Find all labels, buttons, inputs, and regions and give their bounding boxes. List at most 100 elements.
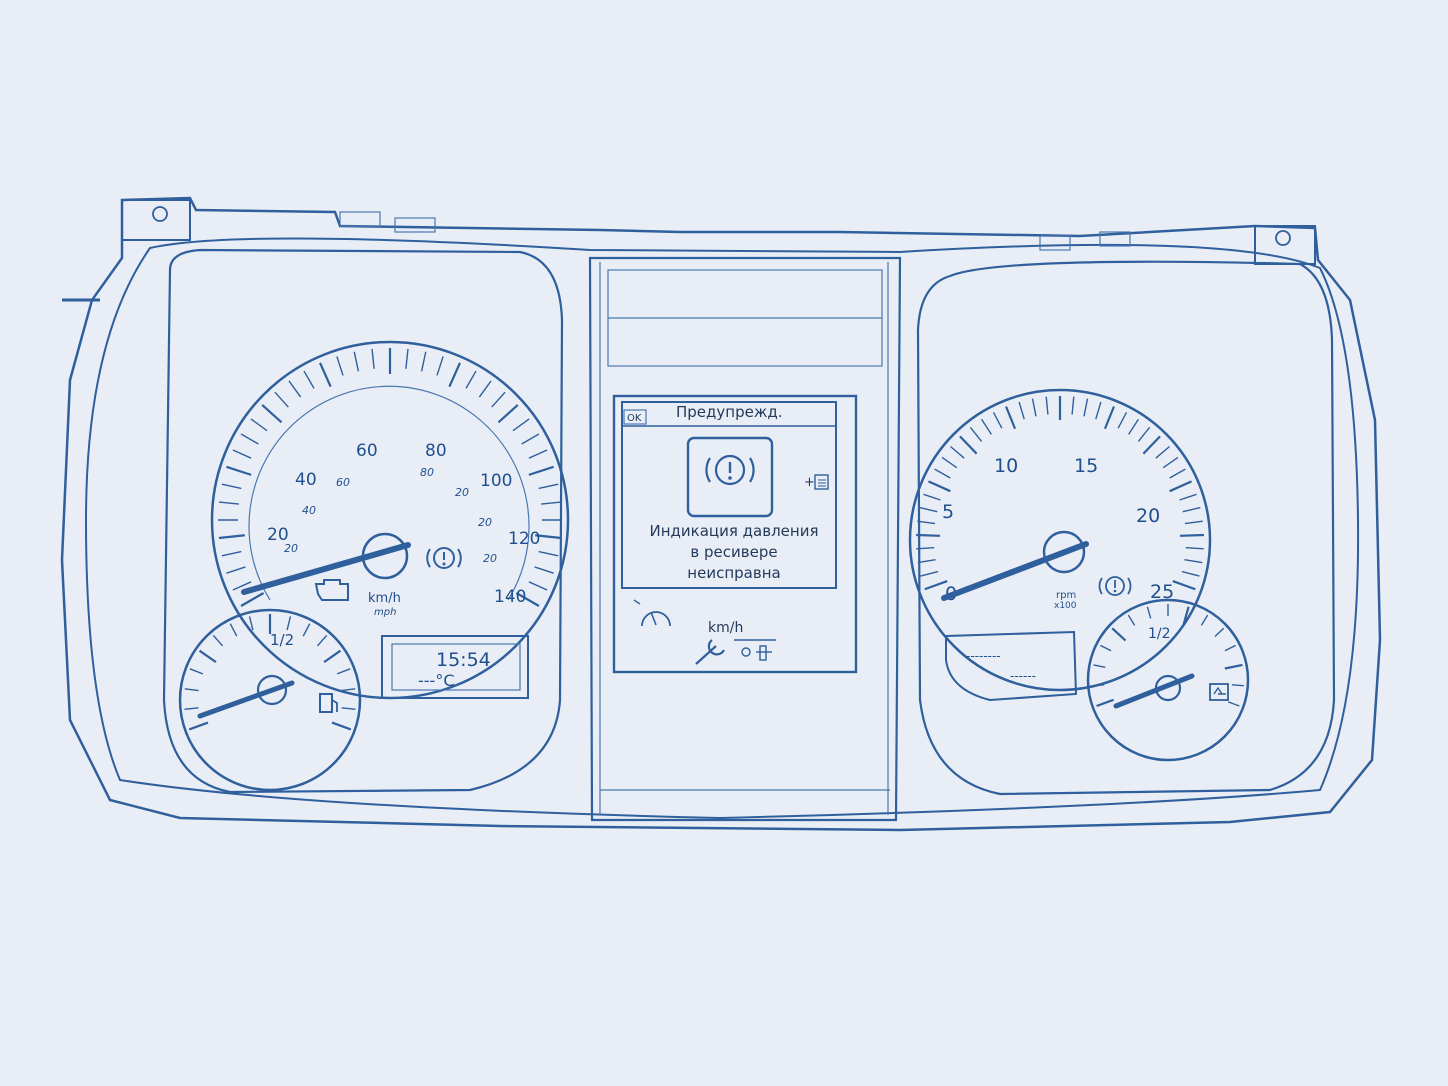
tach-tick	[1095, 401, 1102, 420]
tach-tick	[1179, 493, 1197, 501]
tach-tick	[980, 418, 992, 435]
speed-tick	[240, 592, 265, 607]
wrench-icon	[695, 639, 725, 665]
speed-tick	[232, 449, 252, 459]
right-lcd-line-2: ------	[1010, 669, 1036, 683]
tach-tick	[916, 533, 941, 537]
tach-tick	[934, 468, 951, 479]
adblue-tick	[1092, 684, 1105, 687]
adblue-tick	[1127, 614, 1136, 626]
fuel-tick	[341, 688, 356, 692]
fuel-needle	[197, 680, 295, 719]
speed-label-40: 40	[295, 470, 317, 490]
speed-tick	[405, 348, 409, 369]
speed-tick	[528, 465, 554, 476]
fuel-tick	[286, 616, 292, 631]
fuel-tick	[189, 668, 204, 675]
tach-tick	[917, 559, 936, 564]
fuel-tick	[316, 634, 328, 647]
tach-tick	[1031, 398, 1037, 417]
message-line-3: неисправна	[687, 564, 780, 582]
right-lcd: -------- ------	[945, 630, 1078, 702]
fuel-tick	[336, 668, 351, 675]
tach-unit-rpm: rpm	[1056, 590, 1076, 601]
tach-tick	[1169, 468, 1186, 479]
mph-label-80: 80	[420, 466, 434, 479]
speed-tick	[240, 433, 259, 445]
center-column	[588, 256, 902, 822]
speed-label-100: 100	[480, 471, 512, 491]
right-lcd-line-1: --------	[966, 649, 1001, 663]
tach-tick	[950, 445, 965, 459]
tach-label-15: 15	[1074, 455, 1098, 477]
fuel-tick	[331, 721, 352, 731]
speed-tick	[353, 351, 360, 372]
mph-label-40: 40	[302, 504, 316, 517]
speed-unit-mph: mph	[374, 607, 396, 618]
adblue-tick	[1231, 684, 1244, 687]
tach-label-10: 10	[994, 455, 1018, 477]
axle-icon	[734, 639, 776, 661]
tach-tick	[1172, 580, 1196, 591]
fuel-tick	[188, 721, 209, 731]
speed-tick	[465, 370, 477, 389]
speed-unit-kmh: km/h	[368, 591, 401, 606]
speed-tick	[538, 483, 559, 490]
tach-tick	[1142, 435, 1161, 455]
speed-tick	[515, 592, 540, 607]
adblue-needle	[1113, 673, 1195, 709]
adblue-tank-icon	[1209, 683, 1229, 701]
tach-tick	[969, 426, 983, 442]
fuel-tick	[248, 616, 254, 631]
tach-unit-multiplier: x100	[1054, 601, 1077, 611]
adblue-tick	[1146, 606, 1152, 619]
tach-tick	[1083, 398, 1089, 417]
ok-indicator	[623, 409, 647, 425]
tach-tick	[923, 493, 941, 501]
adblue-tick	[1224, 644, 1236, 652]
tach-tick	[1018, 401, 1025, 420]
fuel-tick	[198, 649, 217, 664]
fuel-tick	[323, 649, 342, 664]
speed-label-20: 20	[267, 525, 289, 545]
menu-plus-icon: +	[804, 474, 829, 490]
tach-tick	[1137, 426, 1151, 442]
ok-label: OK	[627, 413, 642, 424]
mph-label-60: 60	[336, 476, 350, 489]
fuel-tick	[184, 707, 199, 711]
tachometer: 0 5 10 15 20 25 rpm x100	[908, 388, 1212, 692]
tach-tick	[1184, 559, 1203, 564]
tach-tick	[917, 520, 936, 525]
fuel-tick	[341, 707, 356, 711]
tach-tick	[992, 411, 1003, 429]
left-lcd: 15:54 ---°C	[381, 635, 529, 699]
mph-label-140: 20	[483, 552, 497, 565]
mph-label-100: 20	[455, 486, 469, 499]
speed-tick	[528, 449, 548, 459]
speed-tick	[521, 433, 540, 445]
adblue-hub	[1154, 674, 1182, 702]
tach-tick	[1071, 396, 1075, 415]
tachometer-needle	[941, 541, 1089, 601]
speed-tick	[534, 566, 554, 574]
speed-tick	[303, 370, 315, 389]
adblue-tick	[1227, 701, 1240, 707]
tachometer-ticks	[916, 396, 1204, 591]
check-engine-icon	[314, 579, 349, 601]
tach-tick	[916, 546, 935, 550]
speed-tick	[226, 465, 252, 476]
speedometer-ticks	[218, 348, 562, 607]
speed-tick	[420, 351, 427, 372]
display-unit-kmh: km/h	[708, 620, 743, 636]
speed-tick	[221, 483, 242, 490]
speed-label-80: 80	[425, 441, 447, 461]
tach-tick	[1185, 546, 1204, 550]
tach-tick	[1128, 418, 1140, 435]
tach-label-25: 25	[1150, 581, 1174, 603]
adblue-tick	[1100, 644, 1112, 652]
speed-tick	[221, 550, 242, 557]
adblue-tick	[1093, 664, 1106, 669]
fuel-hub	[256, 674, 288, 706]
speed-tick	[448, 362, 461, 388]
